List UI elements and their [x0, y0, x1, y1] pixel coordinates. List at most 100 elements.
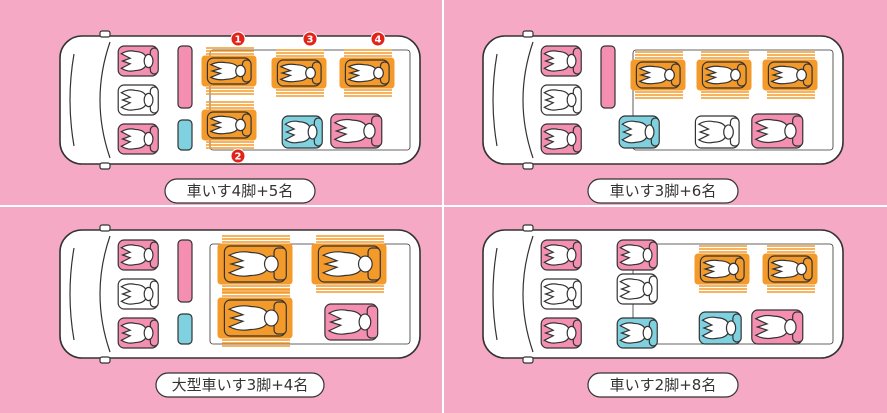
wheelchair-occupant	[206, 111, 252, 139]
label-pill	[155, 372, 325, 398]
passenger-body	[120, 244, 148, 266]
passenger-head	[143, 247, 154, 263]
wheelchair-passenger-icon	[694, 245, 750, 293]
passenger-body	[347, 63, 378, 83]
seated-passenger-icon	[281, 115, 323, 149]
numbered-circle-icon: 4	[370, 31, 386, 47]
windshield-line	[522, 235, 534, 353]
mirror	[99, 356, 111, 364]
wheelchair-occupant	[317, 245, 381, 283]
wheelchair-occupant	[699, 255, 745, 283]
passenger-head	[566, 325, 577, 341]
seated-passenger-icon	[117, 84, 159, 116]
wheelchair-passenger-icon	[339, 49, 395, 97]
mirror	[99, 162, 111, 170]
passenger-body	[120, 89, 148, 111]
wheelchair-passenger-icon	[201, 47, 257, 95]
wheelchair-occupant	[701, 61, 747, 89]
passenger-head	[235, 118, 246, 132]
panel-label: 車いす2脚+8名	[587, 372, 739, 398]
badge-number: 4	[375, 35, 382, 46]
wheelchair-occupant	[635, 61, 681, 89]
passenger-head	[263, 255, 279, 273]
wheelchair-passenger-icon	[696, 51, 752, 99]
seated-passenger-icon	[117, 317, 159, 349]
bumper-line	[69, 53, 75, 147]
wheelchair-passenger-icon	[271, 49, 327, 97]
panel-label-text: 車いす2脚+8名	[610, 376, 717, 394]
seated-passenger-icon	[616, 239, 658, 271]
wheelchair-passenger-icon	[762, 51, 818, 99]
passenger-body	[543, 89, 571, 111]
wheelchair-occupant	[767, 61, 813, 89]
passenger-body	[621, 120, 649, 144]
wheelchair-occupant	[767, 255, 813, 283]
seated-passenger-icon	[117, 45, 159, 77]
passenger-head	[728, 262, 739, 276]
seated-passenger-icon	[117, 278, 159, 310]
passenger-body	[638, 65, 669, 85]
passenger-body	[284, 120, 312, 144]
bumper-line	[492, 247, 498, 341]
seated-passenger-icon	[540, 239, 582, 271]
wheelchair-passenger-icon	[217, 235, 293, 293]
passenger-body	[227, 251, 270, 277]
panel-br: 車いす2脚+8名	[482, 224, 844, 398]
passenger-body	[279, 63, 310, 83]
wheelchair-passenger-icon	[217, 289, 293, 347]
passenger-head	[307, 124, 318, 140]
folded-seat	[600, 45, 616, 109]
panel-label: 車いす4脚+5名	[164, 178, 316, 204]
passenger-body	[770, 259, 801, 279]
wheelchair-passenger-icon	[630, 51, 686, 99]
passenger-head	[143, 53, 154, 69]
passenger-head	[357, 255, 373, 273]
passenger-body	[619, 244, 647, 266]
label-pill	[164, 178, 316, 204]
passenger-head	[143, 92, 154, 108]
numbered-circle-icon: 3	[302, 31, 318, 47]
badge-number: 1	[235, 35, 242, 46]
bumper-line	[492, 53, 498, 147]
wheelchair-occupant	[206, 57, 252, 85]
badge-number: 3	[307, 35, 314, 46]
wheelchair-occupant	[223, 245, 287, 283]
cargo-floor	[209, 243, 411, 345]
passenger-body	[701, 316, 730, 340]
passenger-body	[754, 118, 789, 144]
passenger-head	[644, 124, 655, 140]
passenger-head	[566, 131, 577, 147]
passenger-body	[333, 118, 368, 144]
cargo-floor	[632, 49, 834, 151]
passenger-head	[730, 68, 741, 82]
windshield-line	[522, 41, 534, 159]
mirror	[522, 224, 534, 232]
passenger-body	[120, 50, 148, 72]
seated-passenger-icon	[540, 123, 582, 155]
wheelchair-occupant	[223, 299, 287, 337]
panel-tl: 1 2 3 4 車いす4脚+5名	[59, 30, 421, 204]
passenger-body	[120, 128, 148, 150]
seated-passenger-icon	[616, 273, 658, 305]
panel-label-text: 車いす4脚+5名	[187, 182, 294, 200]
passenger-body	[619, 322, 647, 344]
seated-passenger-icon	[751, 309, 804, 345]
passenger-head	[143, 325, 154, 341]
passenger-body	[702, 259, 733, 279]
passenger-body	[327, 309, 364, 335]
passenger-head	[664, 68, 675, 82]
passenger-head	[784, 122, 797, 140]
seated-passenger-icon	[540, 45, 582, 77]
seated-passenger-icon	[324, 303, 379, 341]
passenger-head	[725, 320, 737, 336]
passenger-head	[143, 286, 154, 302]
numbered-circle-icon: 1	[230, 31, 246, 47]
badge-number: 2	[235, 152, 242, 163]
passenger-body	[543, 50, 571, 72]
passenger-head	[642, 325, 653, 341]
passenger-head	[305, 66, 316, 80]
passenger-body	[227, 305, 270, 331]
seated-passenger-icon	[117, 123, 159, 155]
passenger-body	[120, 322, 148, 344]
